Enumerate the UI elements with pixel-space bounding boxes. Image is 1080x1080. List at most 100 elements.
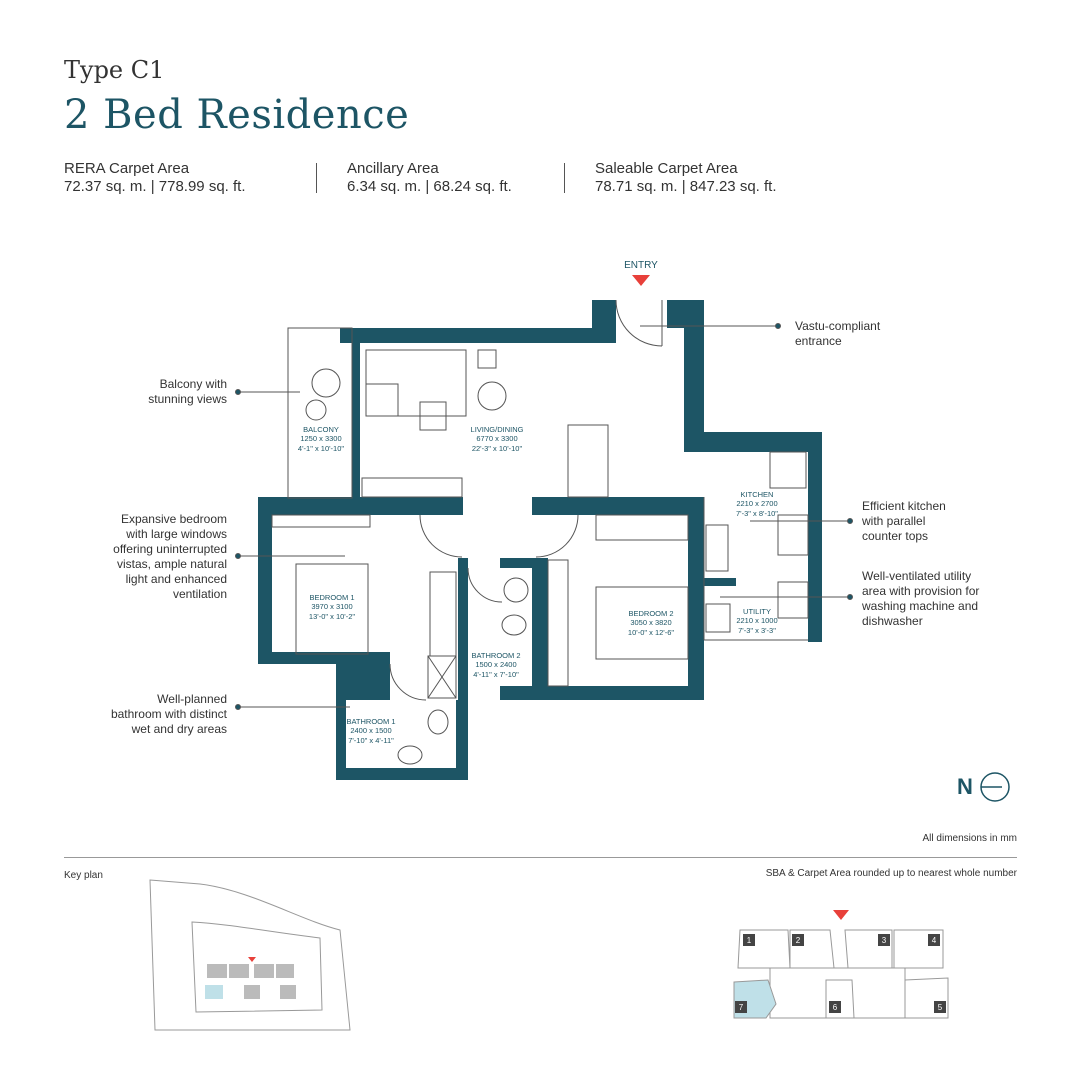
washbasin (503, 577, 529, 603)
room-size-ft: 7'-3" x 3'-3" (738, 626, 776, 635)
unit-number: 1 (747, 936, 752, 945)
annotation-line: light and enhanced (125, 572, 227, 586)
wall (336, 652, 346, 780)
room-name: LIVING/DINING (471, 425, 524, 434)
annotation-line: washing machine and (862, 599, 979, 613)
dishwasher (777, 581, 809, 619)
annotation-line: Well-planned (157, 692, 227, 706)
annotation-line: vistas, ample natural (116, 557, 227, 571)
chair-balcony (311, 368, 341, 398)
area-value: 72.37 sq. m. | 778.99 sq. ft. (64, 178, 246, 195)
annotation-line: stunning views (148, 392, 227, 406)
rera-carpet-area: RERA Carpet Area 72.37 sq. m. | 778.99 s… (64, 160, 246, 196)
annotation-kitchen: Efficient kitchen with parallel counter … (862, 499, 946, 544)
entry-marker (632, 275, 650, 286)
leader-dot (235, 704, 241, 710)
wall (500, 686, 548, 700)
sink (705, 524, 729, 572)
window-sill (361, 477, 463, 498)
ancillary-area: Ancillary Area 6.34 sq. m. | 68.24 sq. f… (347, 160, 512, 196)
shaft (427, 655, 457, 699)
wall (548, 686, 704, 700)
room-name: BALCONY (303, 425, 339, 434)
site-inner (191, 921, 323, 1013)
site-boundary (149, 879, 351, 1031)
block (244, 985, 260, 999)
wall (458, 558, 468, 700)
unit-number: 7 (739, 1003, 744, 1012)
door-swing (535, 514, 579, 558)
key-plan-blocks (205, 957, 296, 999)
area-label: Ancillary Area (347, 160, 439, 177)
rounding-note: SBA & Carpet Area rounded up to nearest … (765, 868, 1017, 879)
area-value: 6.34 sq. m. | 68.24 sq. ft. (347, 178, 512, 195)
door-swing (389, 663, 427, 701)
room-size-mm: 2400 x 1500 (350, 726, 391, 735)
wall (352, 343, 360, 498)
room-size-ft: 7'-10" x 4'-11" (348, 736, 394, 745)
entry-door-swing (615, 299, 663, 347)
unit-badge (743, 934, 755, 946)
leader-dot (847, 518, 853, 524)
shaft-cross (427, 655, 457, 699)
entry-marker (833, 910, 849, 920)
washing-machine (705, 603, 731, 633)
fridge (769, 451, 807, 489)
annotation-line: with large windows (126, 527, 227, 541)
room-name: UTILITY (743, 607, 771, 616)
wall (532, 558, 548, 700)
unit-badge (934, 1001, 946, 1013)
wall (456, 700, 468, 780)
annotation-line: wet and dry areas (131, 722, 227, 736)
block-highlight (205, 985, 223, 999)
stool-balcony (305, 399, 327, 421)
unit-number: 3 (882, 936, 887, 945)
room-size-ft: 4'-11" x 7'-10" (473, 670, 519, 679)
room-size-ft: 7'-3" x 8'-10" (736, 509, 778, 518)
annotation-line: entrance (795, 334, 842, 348)
door-swing (419, 514, 463, 558)
area-value: 78.71 sq. m. | 847.23 sq. ft. (595, 178, 777, 195)
annotation-line: ventilation (172, 587, 227, 601)
room-size-mm: 3050 x 3820 (630, 618, 671, 627)
annotation-utility: Well-ventilated utility area with provis… (862, 569, 979, 629)
room-name: KITCHEN (741, 490, 774, 499)
unit-badge (928, 934, 940, 946)
wall (258, 497, 272, 664)
hob (777, 514, 809, 556)
armchair (477, 381, 507, 411)
annotation-balcony: Balcony with stunning views (148, 377, 227, 407)
annotation-entrance: Vastu-compliant entrance (795, 319, 880, 349)
unit-badge (735, 1001, 747, 1013)
room-size-mm: 2210 x 2700 (736, 499, 777, 508)
bed-2 (595, 586, 689, 660)
wall (684, 432, 821, 452)
block (254, 964, 274, 978)
unit-number: 4 (932, 936, 937, 945)
unit-type-label: Type C1 (64, 56, 165, 84)
unit-badge (878, 934, 890, 946)
block (276, 964, 294, 978)
room-size-ft: 4'-1" x 10'-10" (298, 444, 344, 453)
annotation-line: bathroom with distinct (110, 707, 227, 721)
area-label: RERA Carpet Area (64, 160, 190, 177)
leader-dot (847, 594, 853, 600)
washbasin-1 (397, 745, 423, 765)
annotation-line: offering uninterrupted (113, 542, 227, 556)
annotation-line: counter tops (862, 529, 929, 543)
key-plan-label: Key plan (64, 870, 103, 881)
unit-badge (829, 1001, 841, 1013)
sofa (365, 349, 467, 417)
saleable-carpet-area: Saleable Carpet Area 78.71 sq. m. | 847.… (595, 160, 777, 196)
wall (532, 497, 704, 515)
annotation-bedroom: Expansive bedroom with large windows off… (113, 512, 227, 602)
block (207, 964, 227, 978)
leader-dot (775, 323, 781, 329)
north-label: N (957, 774, 973, 799)
room-size-mm: 6770 x 3300 (476, 434, 517, 443)
partition (547, 559, 569, 687)
wall (340, 328, 362, 343)
room-size-mm: 1250 x 3300 (300, 434, 341, 443)
side-table (477, 349, 497, 369)
